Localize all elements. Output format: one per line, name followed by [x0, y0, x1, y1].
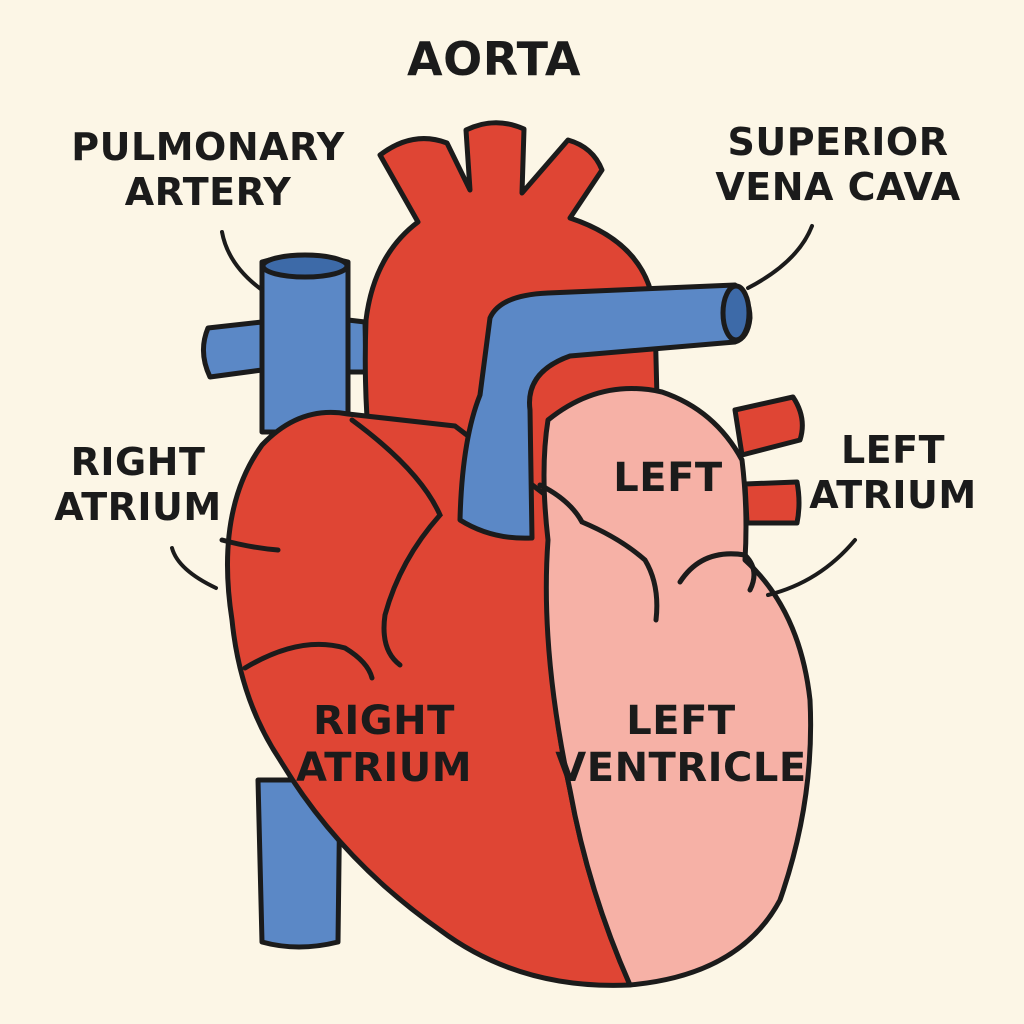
label-right-atrium-outer: RIGHT ATRIUM [54, 440, 222, 529]
pulmonary-vein-lower [742, 479, 802, 526]
label-left-atrium-outer: LEFT ATRIUM [809, 428, 977, 517]
label-superior-vena-cava: SUPERIOR VENA CAVA [715, 120, 961, 209]
vena-cava-tube [259, 253, 351, 435]
ra-fold [242, 641, 375, 681]
label-left-inner: LEFT [613, 455, 723, 501]
leader-right-atrium [170, 546, 218, 590]
pulmonary-branch [201, 319, 265, 380]
label-left-ventricle: LEFT VENTRICLE [555, 698, 807, 792]
ra-notch [219, 537, 281, 553]
ra-divider [349, 417, 443, 668]
vena-cava-opening [260, 252, 350, 280]
left-inner-fold-b [677, 551, 757, 593]
label-right-atrium-inner: RIGHT ATRIUM [295, 698, 473, 792]
leader-superior-vena-cava [746, 224, 814, 290]
leader-left-atrium [766, 538, 857, 597]
inferior-vena-cava [255, 777, 343, 950]
vena-cava-end [720, 283, 752, 343]
leader-pulmonary-artery [220, 230, 264, 292]
pulmonary-vein-upper [732, 394, 805, 458]
left-inner-fold-a [537, 482, 660, 623]
label-aorta: AORTA [407, 32, 581, 86]
label-pulmonary-artery: PULMONARY ARTERY [71, 125, 345, 214]
